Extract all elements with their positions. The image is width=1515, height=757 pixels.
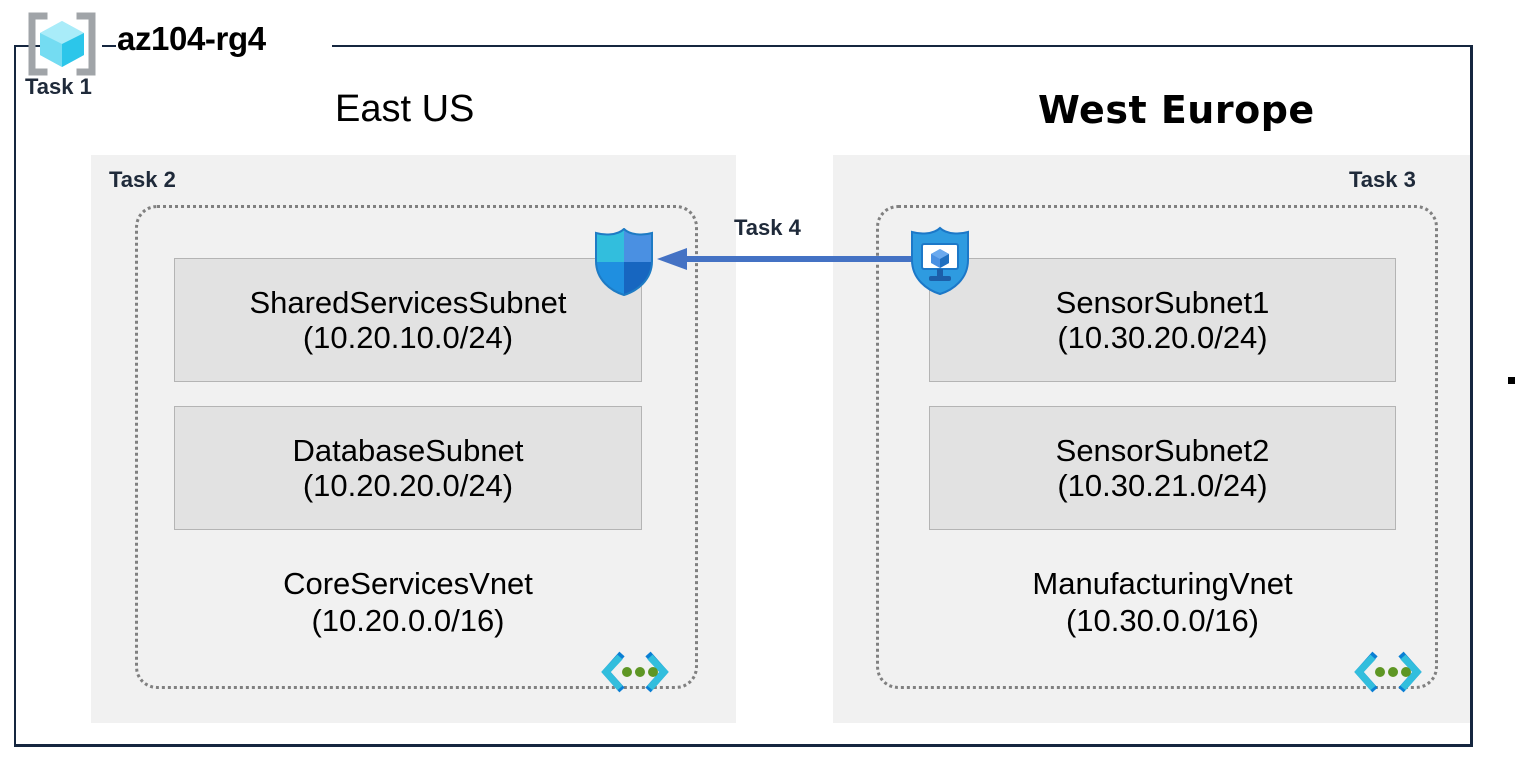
resource-group-frame-top-right-segment [332,45,1473,47]
resource-group-title: az104-rg4 [117,20,266,57]
vnet-name: CoreServicesVnet [283,566,533,601]
task-4-label: Task 4 [734,215,801,240]
subnet-name: SensorSubnet2 [1055,432,1270,468]
network-security-group-shield-icon [593,227,655,297]
edge-artifact-mark [1508,377,1515,384]
bastion-shield-monitor-icon [909,226,971,296]
resource-group-frame-top-mid-segment [102,45,116,47]
subnet-sensorsubnet2: SensorSubnet2 (10.30.21.0/24) [929,406,1396,530]
subnet-cidr: (10.30.20.0/24) [1057,320,1268,355]
task-2-label: Task 2 [109,167,176,192]
region-title-east-us: East US [335,88,475,130]
subnet-name: DatabaseSubnet [292,432,524,468]
task-1-label: Task 1 [25,74,92,99]
vnet-name: ManufacturingVnet [1032,566,1293,601]
vnet-boundary-manufacturingvnet [876,205,1438,689]
subnet-databasesubnet: DatabaseSubnet (10.20.20.0/24) [174,406,642,530]
region-title-west-europe: West Europe [1038,88,1315,132]
resource-group-frame-left [14,45,16,746]
virtual-network-icon [598,648,672,696]
vnet-boundary-coreservicesvnet [135,205,698,689]
resource-group-frame-bottom [14,744,1473,747]
subnet-sensorsubnet1: SensorSubnet1 (10.30.20.0/24) [929,258,1396,382]
virtual-network-icon [1351,648,1425,696]
vnet-cidr: (10.20.0.0/16) [311,603,505,639]
vnet-caption-coreservicesvnet: CoreServicesVnet (10.20.0.0/16) [174,565,642,639]
subnet-cidr: (10.20.20.0/24) [302,468,514,503]
vnet-caption-manufacturingvnet: ManufacturingVnet (10.30.0.0/16) [929,565,1396,639]
resource-group-frame-right [1470,45,1473,746]
resource-group-frame-top-left-segment [14,45,40,47]
subnet-cidr: (10.20.10.0/24) [302,320,514,355]
subnet-name: SharedServicesSubnet [249,284,567,320]
subnet-cidr: (10.30.21.0/24) [1057,468,1268,503]
subnet-sharedservicessubnet: SharedServicesSubnet (10.20.10.0/24) [174,258,642,382]
task-3-label: Task 3 [1349,167,1416,192]
vnet-cidr: (10.30.0.0/16) [1065,603,1260,639]
left-arrow-icon [655,246,920,272]
subnet-name: SensorSubnet1 [1055,284,1270,320]
resource-group-cube-icon [26,12,98,76]
